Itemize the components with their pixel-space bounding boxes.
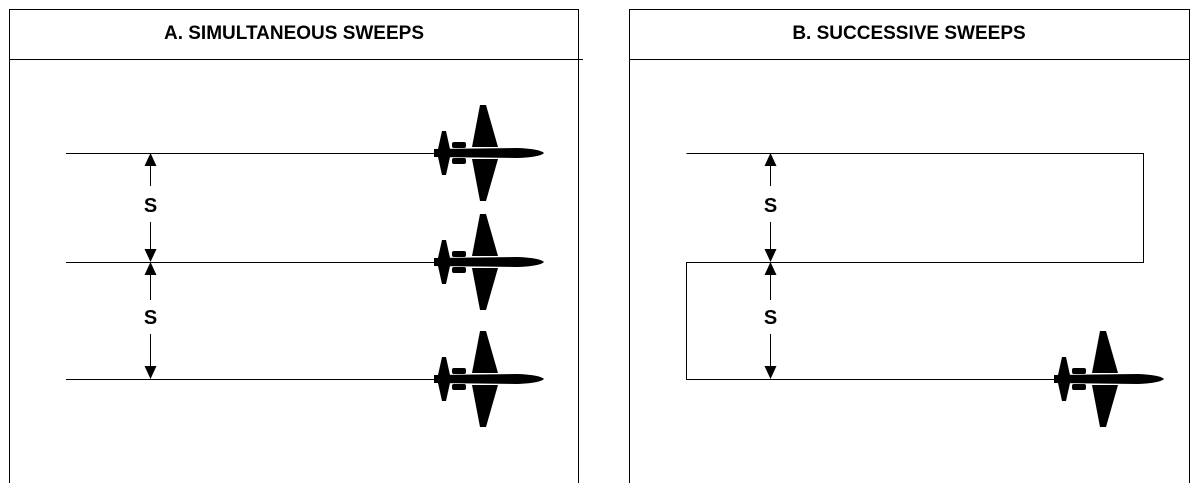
- search-track: [686, 153, 1144, 380]
- arrowhead-up-icon: [144, 153, 157, 166]
- panel-a-title: A. SIMULTANEOUS SWEEPS: [164, 23, 424, 44]
- panel-a-frame: [9, 9, 579, 483]
- panel-simultaneous-sweeps: A. SIMULTANEOUS SWEEPS S S: [9, 9, 583, 483]
- panel-b-frame: [629, 9, 1190, 483]
- aircraft-icon: [1054, 331, 1164, 427]
- track-spacing-dimension: S: [144, 153, 157, 262]
- spacing-label: S: [764, 307, 777, 329]
- aircraft-icon: [434, 214, 544, 310]
- aircraft-icon: [434, 331, 544, 427]
- panel-successive-sweeps: B. SUCCESSIVE SWEEPS S S: [629, 9, 1190, 483]
- spacing-label: S: [144, 195, 157, 217]
- track-spacing-dimension: S: [764, 153, 777, 262]
- panel-b-title: B. SUCCESSIVE SWEEPS: [792, 23, 1025, 44]
- track-spacing-dimension: S: [764, 262, 777, 379]
- track-spacing-dimension: S: [144, 262, 157, 379]
- arrowhead-up-icon: [764, 262, 777, 275]
- aircraft-icon: [434, 105, 544, 201]
- arrowhead-up-icon: [764, 153, 777, 166]
- arrowhead-down-icon: [764, 366, 777, 379]
- arrowhead-down-icon: [144, 249, 157, 262]
- spacing-label: S: [764, 195, 777, 217]
- arrowhead-down-icon: [144, 366, 157, 379]
- arrowhead-up-icon: [144, 262, 157, 275]
- arrowhead-down-icon: [764, 249, 777, 262]
- spacing-label: S: [144, 307, 157, 329]
